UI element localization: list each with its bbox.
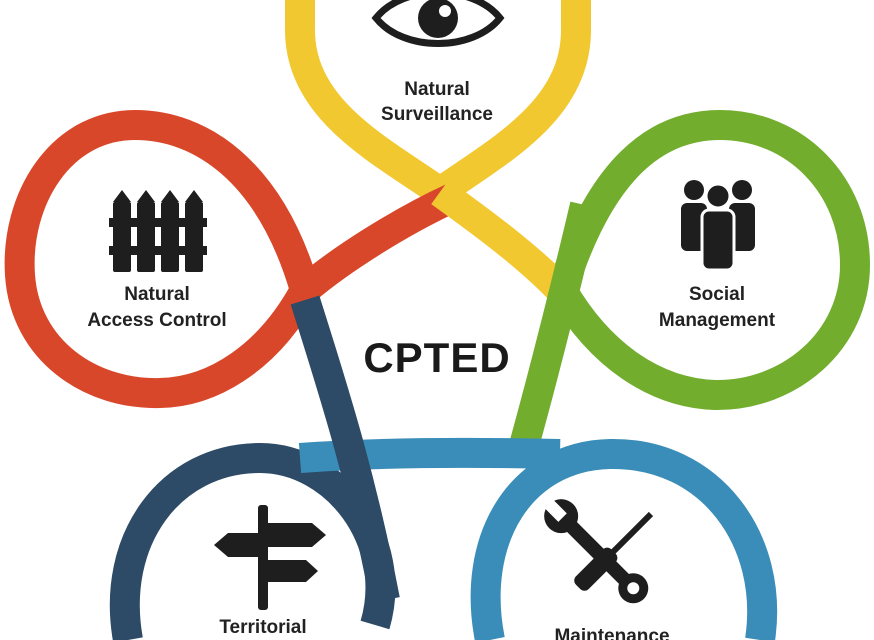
label-social-line1: Social — [689, 284, 745, 305]
label-surveillance-line1: Natural — [404, 79, 469, 100]
label-access-line2: Access Control — [87, 310, 226, 331]
strand-surveillance-to-social — [431, 179, 577, 306]
eye-icon — [371, 0, 505, 47]
signpost-icon — [214, 505, 326, 610]
strand-social-to-maintenance — [505, 201, 600, 465]
loop-access-stroke — [4, 109, 320, 409]
wrench-screwdriver-icon — [542, 497, 649, 604]
center-title: CPTED — [363, 334, 510, 381]
strand-access-to-territorial — [290, 295, 400, 603]
loop-social-stroke — [547, 109, 871, 411]
loop-access — [4, 109, 320, 409]
fence-icon — [109, 190, 207, 272]
strand-access-to-surveillance — [295, 184, 459, 302]
strand-territorial-to-maintenance — [298, 437, 561, 473]
label-surveillance-line2: Surveillance — [381, 104, 493, 125]
label-access-line1: Natural — [124, 284, 189, 305]
loop-surveillance-stroke — [285, 0, 591, 205]
loop-surveillance — [285, 0, 591, 205]
people-icon — [681, 180, 755, 272]
label-territorial-line1: Territorial — [219, 617, 306, 638]
label-maintenance-line1: Maintenance — [554, 626, 669, 640]
loop-maintenance-stroke — [470, 438, 778, 640]
loop-maintenance — [470, 438, 778, 640]
label-social-line2: Management — [659, 310, 776, 331]
screwdriver-part — [574, 511, 654, 591]
loop-social — [547, 109, 871, 411]
